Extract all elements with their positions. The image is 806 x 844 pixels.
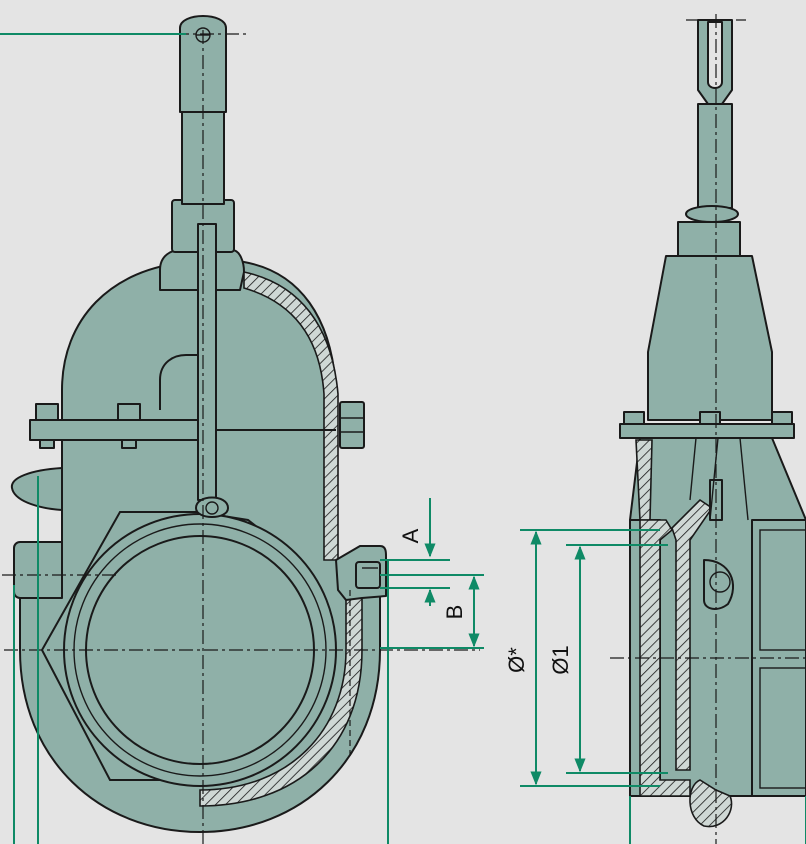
side-bolt-left-icon xyxy=(623,411,645,425)
front-bottom-section xyxy=(199,575,363,807)
front-dimensions: A B xyxy=(0,33,484,844)
side-bolt-mid-icon xyxy=(699,411,721,425)
dim-outer-diameter-label: Ø* xyxy=(504,647,529,673)
side-bolt-right-icon xyxy=(771,411,793,425)
side-stem xyxy=(697,103,733,209)
dim-inner-diameter-label: Ø1 xyxy=(548,645,573,674)
side-flange-bar xyxy=(619,423,795,439)
side-packing-gland xyxy=(677,221,741,257)
side-stem-collar xyxy=(685,205,739,223)
front-bolt-left-icon xyxy=(35,403,59,449)
front-bolt-right-icon xyxy=(339,401,365,449)
front-body-section-wall xyxy=(243,271,339,561)
dim-b-label: B xyxy=(442,605,467,620)
front-view xyxy=(2,15,480,844)
side-gate-section xyxy=(671,498,714,771)
front-bolt-mid-icon xyxy=(117,403,141,449)
side-dimensions: Ø* Ø1 xyxy=(504,529,806,844)
front-flange-bar xyxy=(29,419,203,441)
side-view xyxy=(610,14,806,844)
dim-a-label: A xyxy=(398,528,423,543)
front-spindle xyxy=(197,223,217,501)
side-bonnet xyxy=(647,255,773,421)
front-side-boss xyxy=(10,467,63,511)
